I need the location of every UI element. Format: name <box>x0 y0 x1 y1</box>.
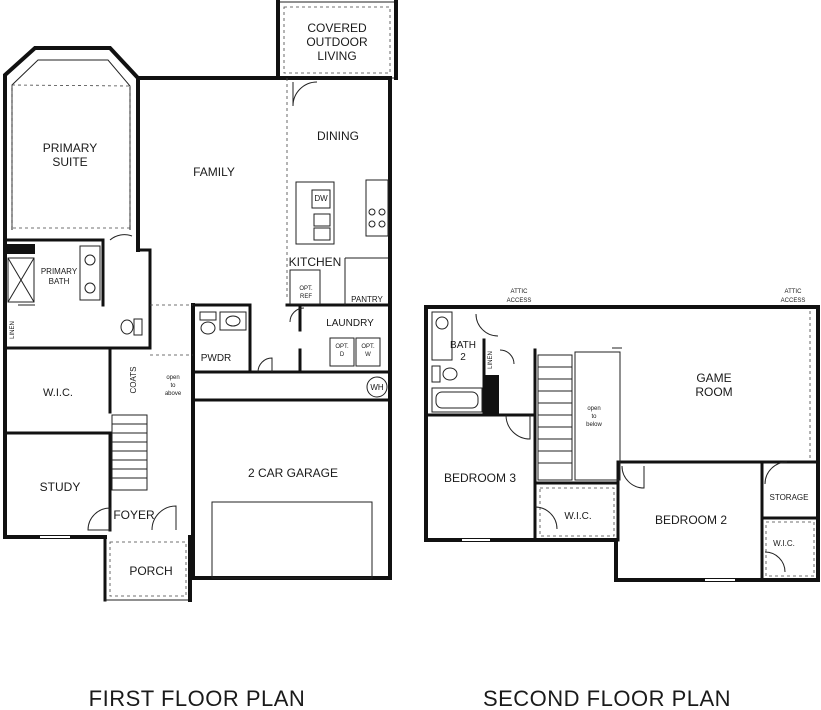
porch-label: PORCH <box>129 564 172 578</box>
kitchen-label: KITCHEN <box>289 255 342 269</box>
dishwasher-label: DW <box>314 194 328 203</box>
study-label: STUDY <box>40 480 81 494</box>
first-floor-labels: COVERED OUTDOOR LIVING PRIMARY SUITE FAM… <box>10 21 384 578</box>
opt-ref-label-2: REF <box>300 294 312 300</box>
opt-w-label-2: W <box>365 352 371 358</box>
primary-suite-label-2: SUITE <box>52 155 87 169</box>
primary-bath-label-2: BATH <box>49 277 70 286</box>
open-above-label-1: open <box>166 375 179 381</box>
bath2-label-1: BATH <box>450 340 476 351</box>
attic-access-left-2: ACCESS <box>507 298 532 304</box>
second-floor-fixtures <box>431 311 788 573</box>
open-below-label-3: below <box>586 422 602 428</box>
game-room-label-2: ROOM <box>695 385 732 399</box>
game-room-label-1: GAME <box>696 371 731 385</box>
attic-access-right-1: ATTIC <box>785 289 803 295</box>
second-floor-exterior-walls <box>424 305 820 582</box>
opt-d-label-2: D <box>340 352 345 358</box>
open-below-label-1: open <box>587 406 600 412</box>
covered-outdoor-label-1: COVERED <box>307 21 367 35</box>
powder-room-label: PWDR <box>201 353 232 364</box>
laundry-label: LAUNDRY <box>326 318 374 329</box>
primary-wic-label: W.I.C. <box>43 387 73 399</box>
first-floor-fixtures <box>5 81 389 597</box>
covered-outdoor-label-2: OUTDOOR <box>306 35 368 49</box>
linen-label: LINEN <box>10 321 16 339</box>
covered-outdoor-label-3: LIVING <box>317 49 356 63</box>
attic-access-left-1: ATTIC <box>511 289 529 295</box>
second-floor-interior-walls <box>424 311 820 582</box>
bath2-label-2: 2 <box>460 352 466 363</box>
foyer-label: FOYER <box>113 508 155 522</box>
storage-label: STORAGE <box>770 493 809 502</box>
open-below-label-2: to <box>591 414 597 420</box>
primary-suite-walls <box>3 46 141 242</box>
bedroom2-wic-label: W.I.C. <box>773 539 795 548</box>
bedroom3-wic-label: W.I.C. <box>564 511 591 522</box>
open-above-label-2: to <box>170 383 176 389</box>
second-floor-plan: ATTIC ACCESS ATTIC ACCESS BATH 2 LINEN G… <box>424 289 820 710</box>
open-above-label-3: above <box>165 391 182 397</box>
coats-label: COATS <box>129 367 138 394</box>
attic-access-right-2: ACCESS <box>781 298 806 304</box>
garage-label: 2 CAR GARAGE <box>248 466 338 480</box>
primary-bath-label-1: PRIMARY <box>41 267 78 276</box>
bedroom2-label: BEDROOM 2 <box>655 513 727 527</box>
upstairs-linen-label: LINEN <box>488 351 494 369</box>
pantry-label: PANTRY <box>351 295 383 304</box>
bedroom3-label: BEDROOM 3 <box>444 471 516 485</box>
second-floor-title: SECOND FLOOR PLAN <box>483 686 731 710</box>
primary-suite-label-1: PRIMARY <box>43 141 97 155</box>
first-floor-title: FIRST FLOOR PLAN <box>89 686 306 710</box>
opt-w-label-1: OPT. <box>361 344 375 350</box>
opt-d-label-1: OPT. <box>335 344 349 350</box>
dining-label: DINING <box>317 129 359 143</box>
first-floor-plan: COVERED OUTDOOR LIVING PRIMARY SUITE FAM… <box>3 0 398 710</box>
family-label: FAMILY <box>193 165 235 179</box>
opt-ref-label-1: OPT. <box>299 286 313 292</box>
first-floor-interior-walls <box>3 78 392 532</box>
second-floor-labels: ATTIC ACCESS ATTIC ACCESS BATH 2 LINEN G… <box>444 289 809 548</box>
water-heater-label: WH <box>370 383 384 392</box>
